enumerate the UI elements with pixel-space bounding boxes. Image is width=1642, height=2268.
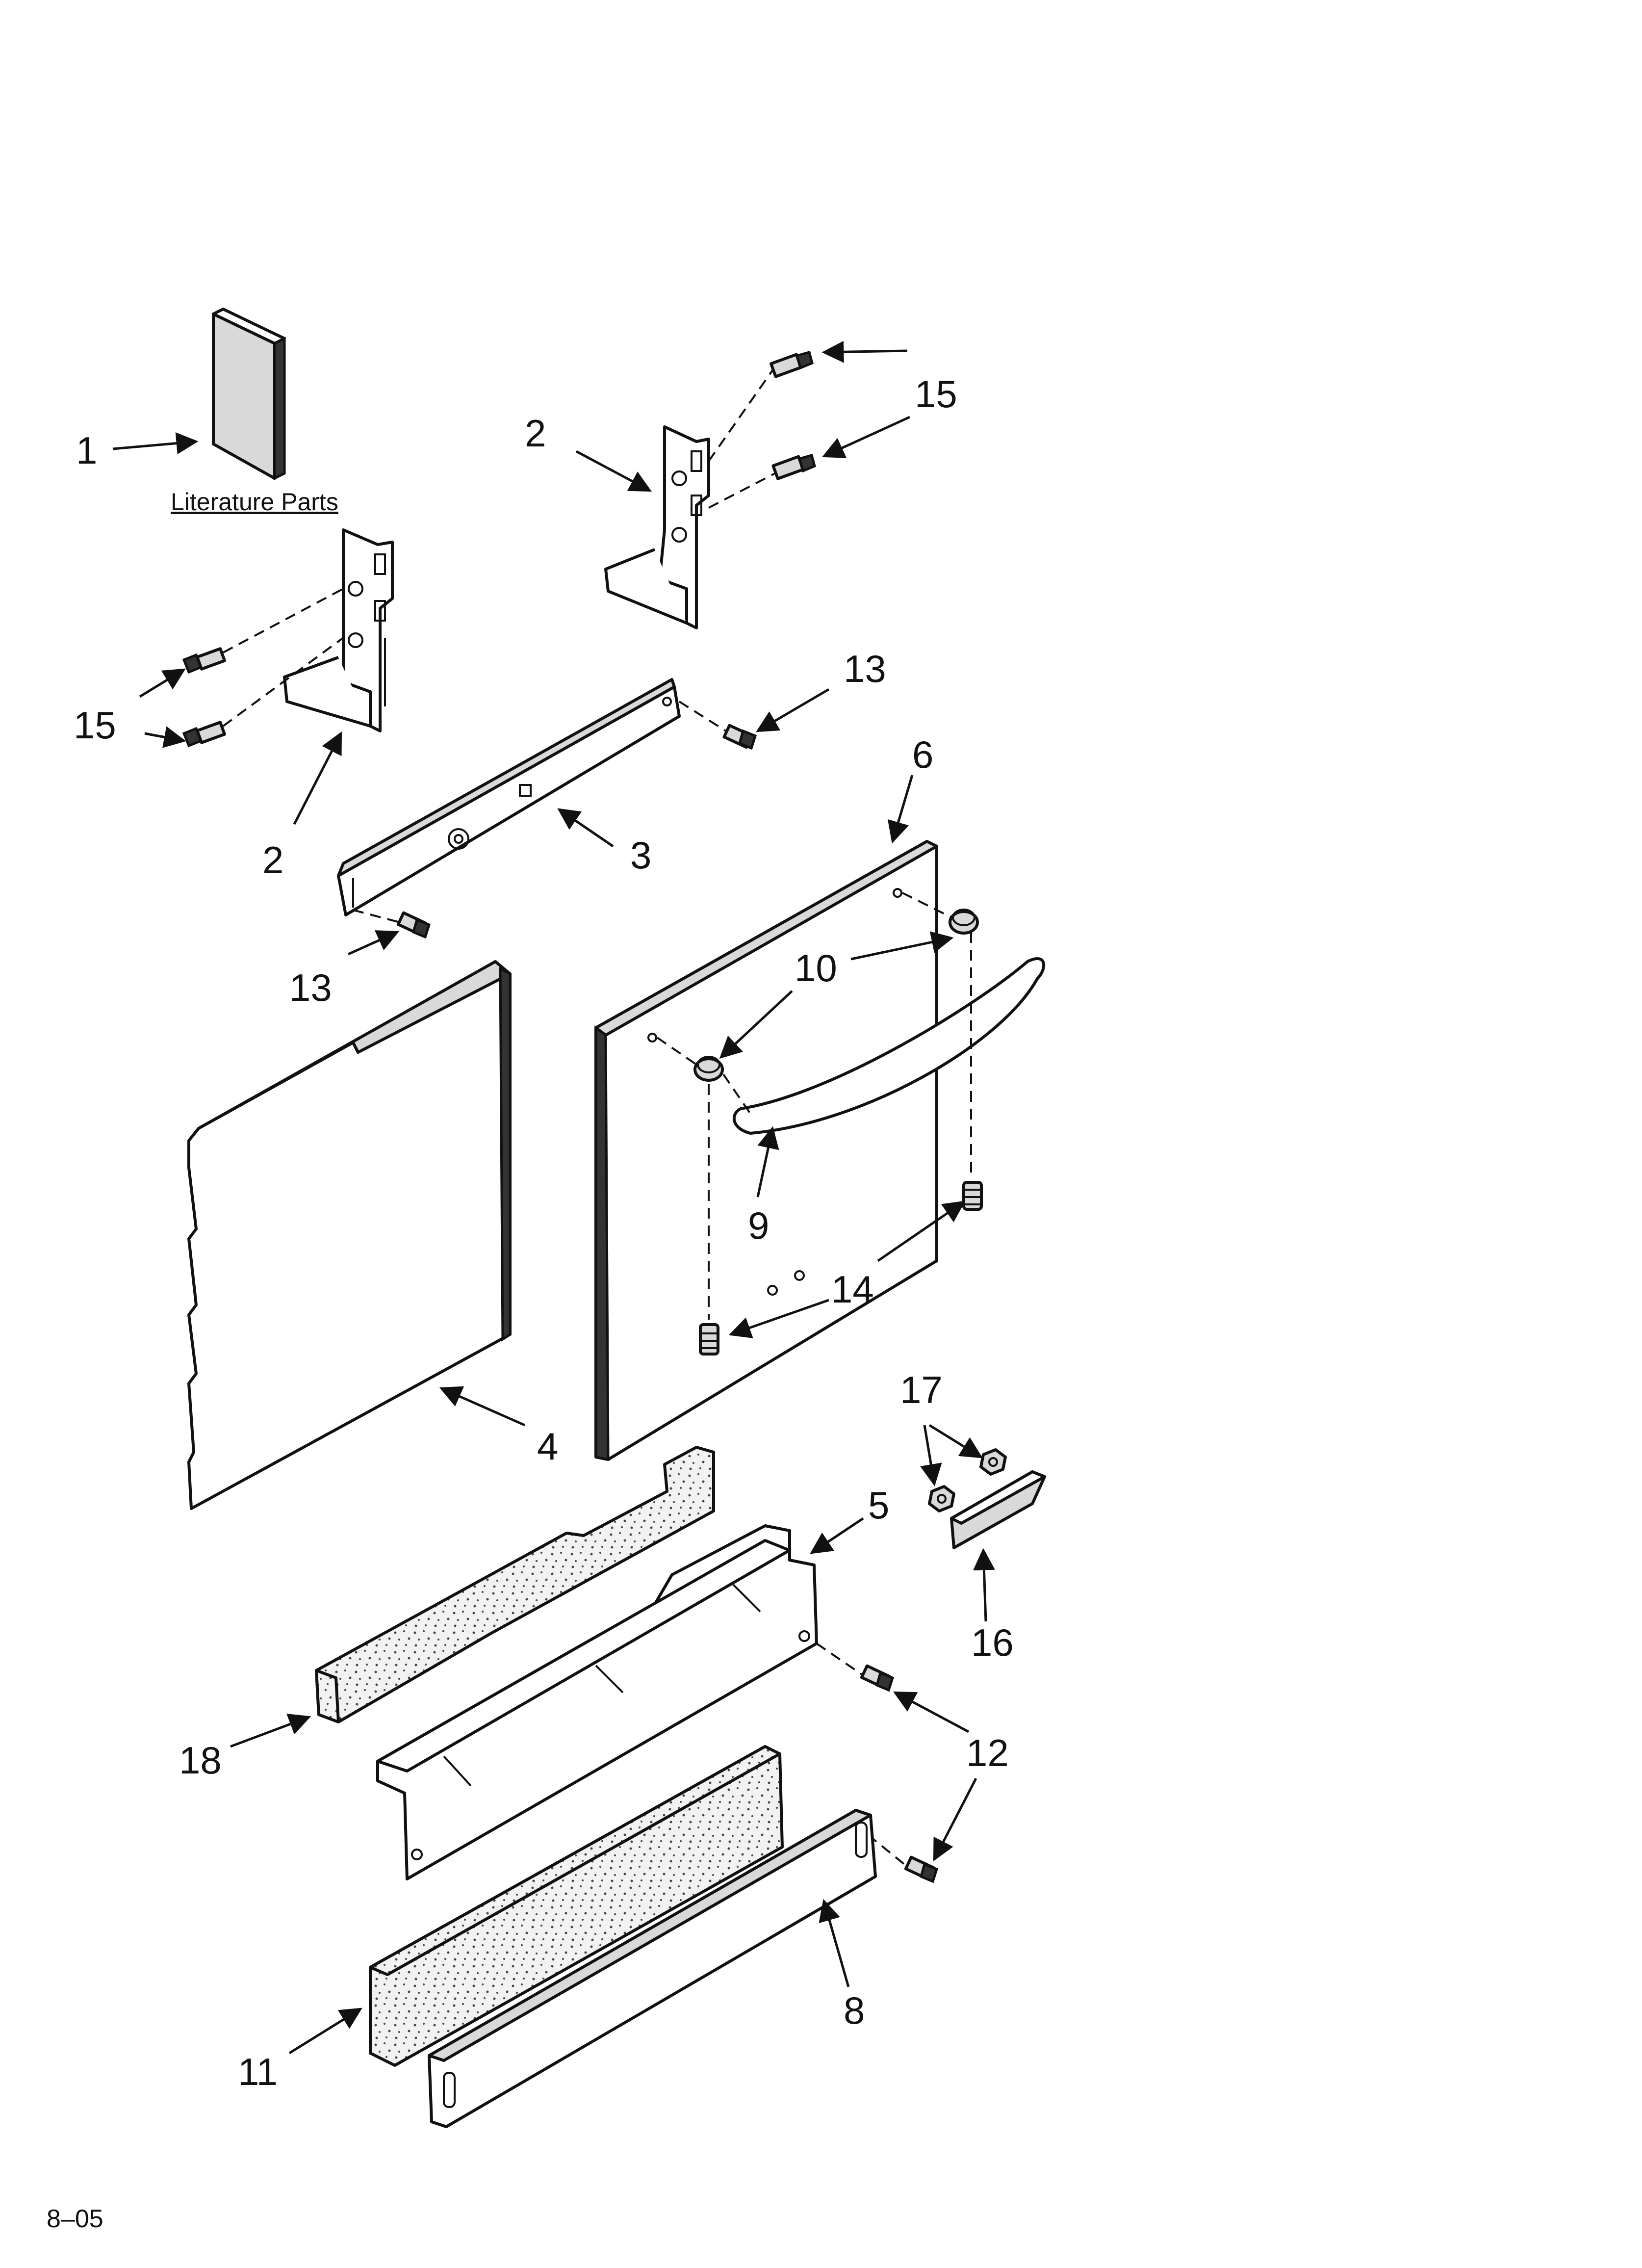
screw-14-left <box>699 1323 719 1356</box>
literature-parts-label: Literature Parts <box>171 488 338 516</box>
screw-12-lower <box>904 1855 939 1883</box>
literature-booklet <box>212 308 286 481</box>
screw-15-left-a <box>182 647 226 674</box>
screw-13-right <box>722 724 757 750</box>
mounting-bracket-left <box>283 528 394 732</box>
callout-1: 1 <box>76 429 97 472</box>
callout-leaders <box>112 340 995 2055</box>
nut-17-b <box>979 1448 1007 1476</box>
screw-15-upper-b <box>771 453 816 480</box>
screw-15-left-b <box>182 721 226 748</box>
date-code: 8–05 <box>47 2205 103 2233</box>
callout-10: 10 <box>795 946 837 990</box>
callout-13-upper: 13 <box>844 647 886 690</box>
callout-9: 9 <box>748 1204 769 1247</box>
inner-panel <box>187 960 512 1510</box>
screw-13-left <box>396 911 431 939</box>
door-panel <box>594 840 938 1461</box>
spacer-10-left <box>693 1056 724 1082</box>
screw-15-upper-a <box>770 350 814 378</box>
mounting-bracket-right <box>604 425 710 629</box>
callout-2-lower: 2 <box>262 838 283 882</box>
spacer-10-right <box>949 909 979 935</box>
foam-block-11 <box>369 1745 784 2067</box>
screw-14-right <box>962 1181 983 1211</box>
top-rail <box>337 678 681 916</box>
callout-8: 8 <box>844 1989 865 2032</box>
nut-17-a <box>928 1485 955 1512</box>
callout-3: 3 <box>630 834 651 877</box>
foam-strip-18 <box>315 1446 715 1723</box>
bumper-16 <box>950 1470 1046 1549</box>
callout-4: 4 <box>537 1425 558 1468</box>
callout-13-lower: 13 <box>289 966 332 1009</box>
callout-2-upper: 2 <box>525 412 546 455</box>
callout-18: 18 <box>179 1739 222 1782</box>
kick-bracket <box>376 1524 818 1880</box>
callout-6: 6 <box>912 733 933 776</box>
callout-14: 14 <box>831 1268 874 1311</box>
callout-15-left: 15 <box>74 704 116 747</box>
kick-plate-8 <box>428 1809 877 2128</box>
callout-17: 17 <box>900 1368 943 1411</box>
callout-12: 12 <box>966 1731 1009 1774</box>
callout-16: 16 <box>971 1621 1014 1664</box>
screw-12-upper <box>860 1664 895 1692</box>
callout-15-upper: 15 <box>915 372 957 416</box>
callout-5: 5 <box>868 1484 889 1527</box>
callout-11: 11 <box>238 2050 278 2093</box>
